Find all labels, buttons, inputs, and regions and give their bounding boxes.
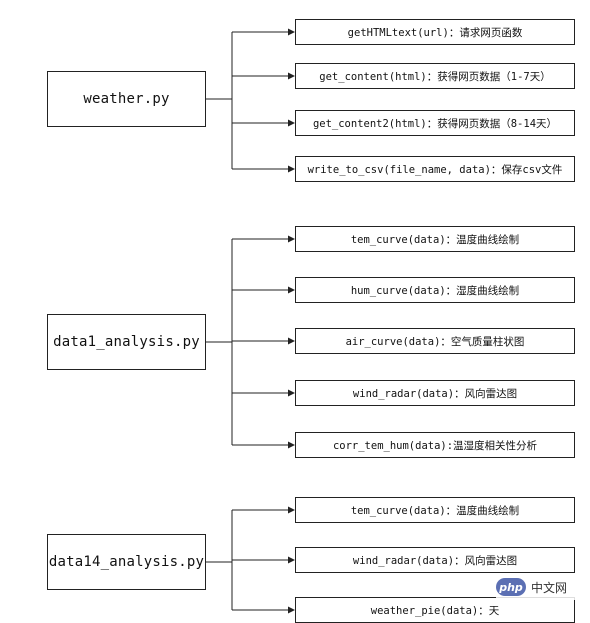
arrowhead [288,606,295,614]
function-get-content: get_content(html)：获得网页数据（1-7天） [295,63,575,89]
arrowhead [288,72,295,80]
arrowhead [288,556,295,564]
arrowhead [288,165,295,173]
function-wind-radar: wind_radar(data)：风向雷达图 [295,380,575,406]
php-logo-icon: php [496,578,526,596]
watermark-text: 中文网 [531,580,568,595]
function-tem-curve-14: tem_curve(data)：温度曲线绘制 [295,497,575,523]
function-get-content2: get_content2(html)：获得网页数据（8-14天） [295,110,575,136]
function-write-to-csv: write_to_csv(file_name, data)：保存csv文件 [295,156,575,182]
function-air-curve: air_curve(data)：空气质量柱状图 [295,328,575,354]
function-wind-radar-14: wind_radar(data)：风向雷达图 [295,547,575,573]
arrowhead [288,235,295,243]
arrowhead [288,119,295,127]
function-gethtmltext: getHTMLtext(url)：请求网页函数 [295,19,575,45]
arrowhead [288,389,295,397]
function-tem-curve: tem_curve(data)：温度曲线绘制 [295,226,575,252]
module-data1-analysis-py: data1_analysis.py [47,314,206,370]
arrowhead [288,337,295,345]
function-corr-tem-hum: corr_tem_hum(data):温湿度相关性分析 [295,432,575,458]
function-hum-curve: hum_curve(data)：湿度曲线绘制 [295,277,575,303]
arrowhead [288,441,295,449]
module-weather-py: weather.py [47,71,206,127]
arrowhead [288,28,295,36]
arrowhead [288,506,295,514]
php-cn-watermark: php 中文网 [496,574,588,600]
arrowhead [288,286,295,294]
module-data14-analysis-py: data14_analysis.py [47,534,206,590]
function-weather-pie: weather_pie(data)：天 [295,597,575,623]
